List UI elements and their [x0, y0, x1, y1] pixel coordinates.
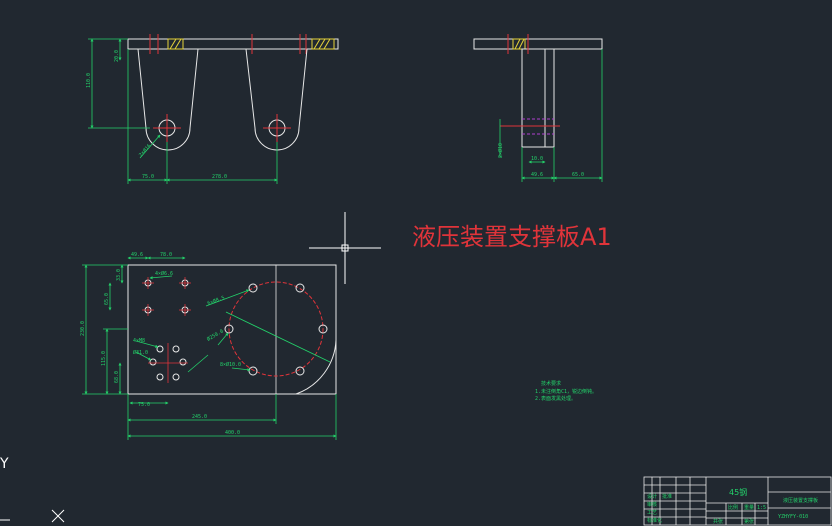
dim-length-a: 245.0 — [192, 414, 207, 420]
tb-cell-process: 工艺 — [647, 510, 657, 516]
dim-holes-cluster-b: Ø31.0 — [133, 349, 148, 356]
dim-pitch: 75.0 — [138, 402, 150, 408]
side-view-dimensions — [499, 49, 603, 182]
dim-side-hole: 2×Ø10 — [497, 143, 504, 158]
tb-cell-standard: 标准化 — [647, 517, 662, 524]
dim-side-width-a: 49.6 — [531, 172, 543, 178]
top-plate — [127, 38, 339, 50]
lug-left — [137, 48, 199, 151]
hatch-section-left — [167, 38, 184, 50]
tb-cell-sheets: 共张 — [713, 518, 723, 525]
dim-side-web: 10.0 — [531, 156, 543, 162]
dim-spacing: 278.0 — [212, 174, 227, 180]
dim-holes-cluster-a: 4×M8 — [133, 338, 145, 344]
side-plate — [473, 38, 603, 50]
dim-v2: 65.0 — [104, 293, 110, 305]
drawing-title: 液压装置支撑板A1 — [412, 223, 612, 251]
top-view — [127, 264, 337, 395]
drawing-number: YZHYFY-010 — [778, 514, 808, 520]
notes-line2: 2.表面发黑处理。 — [535, 395, 576, 402]
dim-plate-thickness: 20.0 — [114, 50, 120, 62]
tb-cell-design: 设计 — [647, 493, 657, 500]
small-holes-upper — [144, 279, 189, 314]
hatch-section-right — [311, 38, 335, 50]
tb-cell-scale: 比例 — [728, 504, 738, 511]
side-view — [473, 34, 603, 148]
bolt-circle — [228, 281, 324, 377]
dim-v3: 115.0 — [101, 351, 107, 366]
dim-holes-small: 4×Ø6.6 — [155, 270, 173, 277]
dim-height-left: 110.0 — [86, 73, 92, 88]
front-view — [127, 34, 339, 151]
tb-cell-ratio: 1:5 — [757, 505, 766, 511]
dim-v4: 68.0 — [114, 371, 120, 383]
dim-length-total: 400.0 — [225, 430, 240, 436]
part-name: 液压装置支撑板 — [783, 497, 818, 504]
title-block-cells: 设计 审核 工艺 标准化 批准 比例 重量 共张 第张 1:5 — [647, 493, 766, 525]
ucs-icon: Y — [0, 456, 65, 523]
notes-title: 技术要求 — [541, 380, 561, 387]
side-web — [521, 48, 555, 148]
dim-circle-hole: 8×Ø10.0 — [220, 361, 241, 368]
dim-hole-dia: 2×Ø16 — [137, 142, 152, 158]
front-view-dimensions — [88, 38, 278, 184]
tb-cell-review: 审核 — [647, 501, 657, 508]
dim-offset: 75.0 — [142, 174, 154, 180]
top-view-dimensions — [82, 256, 337, 440]
dim-d2: 78.0 — [160, 252, 172, 258]
ucs-y-label: Y — [0, 456, 9, 472]
technical-notes: 技术要求 1.未注倒角C1，锐边倒钝。 2.表面发黑处理。 — [535, 380, 597, 402]
dim-overall-h: 230.0 — [80, 321, 86, 336]
bolt-circle-holes — [224, 283, 328, 376]
notes-line1: 1.未注倒角C1，锐边倒钝。 — [535, 388, 597, 395]
dim-v1: 33.0 — [116, 269, 122, 281]
tb-cell-approve: 批准 — [662, 493, 672, 500]
dim-side-width-b: 65.0 — [572, 172, 584, 178]
material-label: 45钢 — [729, 487, 747, 497]
crosshair-cursor — [309, 212, 381, 284]
title-block — [643, 476, 832, 526]
tb-cell-weight: 重量 — [744, 504, 754, 511]
dim-circle-note: 6×Ø8.5 — [206, 294, 225, 307]
diagonal-reference-line — [225, 311, 331, 363]
dim-d1: 49.6 — [131, 252, 143, 258]
tb-cell-sheet: 第张 — [744, 518, 754, 525]
base-plate-outline — [127, 264, 337, 395]
plate-arc — [295, 339, 337, 395]
small-holes-lower — [149, 345, 187, 381]
